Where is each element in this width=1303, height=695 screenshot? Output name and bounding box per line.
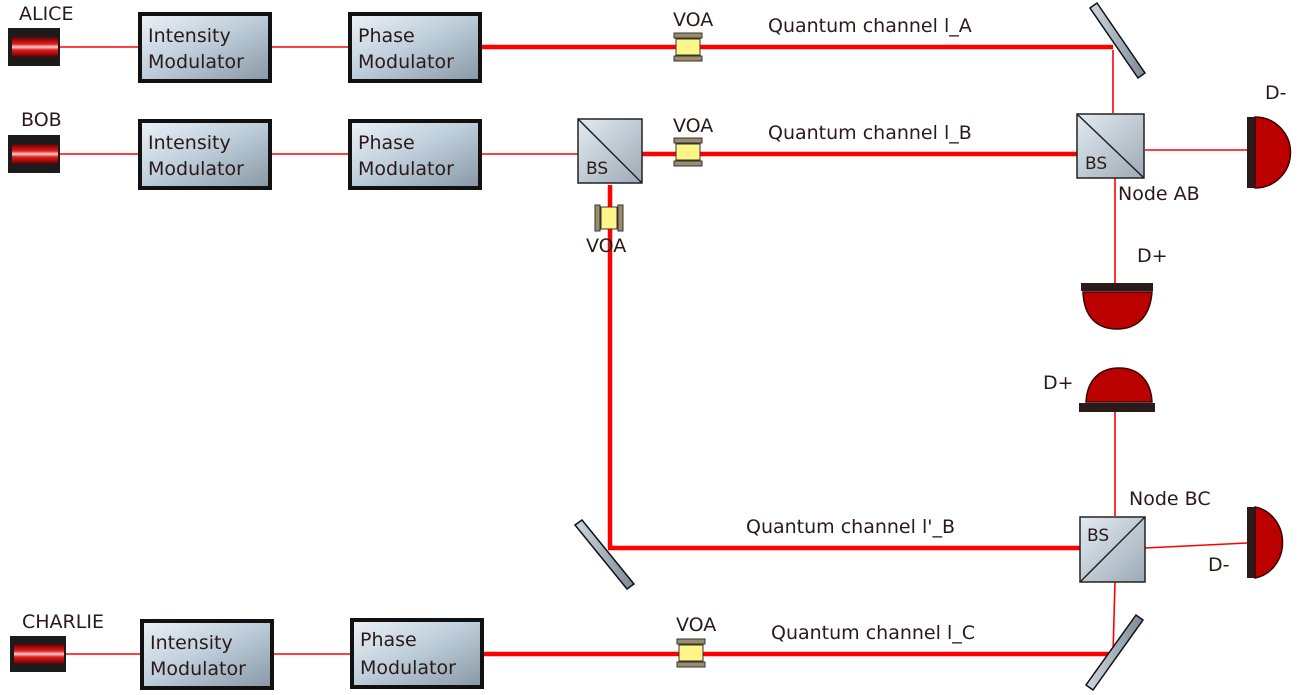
detector-node-bc-minus — [1247, 506, 1284, 579]
label-channel-lc: Quantum channel l_C — [771, 622, 975, 644]
phase-modulator-bob: Phase Modulator — [348, 119, 482, 190]
svg-text:Intensity: Intensity — [150, 632, 233, 654]
beam-nodebc-dminus — [1144, 542, 1248, 549]
label-alice: ALICE — [19, 3, 73, 25]
svg-text:BS: BS — [586, 159, 608, 179]
laser-bob — [8, 135, 60, 173]
label-node-bc: Node BC — [1129, 488, 1211, 510]
voa-label-bob-horizontal: VOA — [673, 115, 713, 137]
label-channel-la: Quantum channel l_A — [768, 15, 972, 37]
beam-splitter-bob: BS — [577, 118, 643, 184]
laser-alice — [8, 28, 60, 66]
voa-label-bob-vertical: VOA — [586, 235, 626, 257]
label-detector-ab-minus: D- — [1265, 82, 1287, 104]
detector-node-ab-plus — [1081, 283, 1153, 330]
label-detector-bc-plus: D+ — [1043, 372, 1074, 394]
phase-modulator-charlie: Phase Modulator — [350, 618, 484, 689]
svg-text:Intensity: Intensity — [148, 132, 231, 154]
label-channel-lb: Quantum channel l_B — [768, 122, 972, 144]
label-charlie: CHARLIE — [22, 611, 104, 633]
svg-text:Modulator: Modulator — [358, 158, 454, 180]
svg-text:Modulator: Modulator — [358, 51, 454, 73]
thin-beams — [60, 46, 1248, 655]
intensity-modulator-alice: Intensity Modulator — [138, 12, 272, 83]
detector-node-bc-plus — [1079, 367, 1155, 412]
mirror-bottom-right — [1084, 613, 1145, 692]
label-channel-lpb: Quantum channel l'_B — [746, 516, 955, 538]
svg-text:Modulator: Modulator — [148, 51, 244, 73]
svg-text:Phase: Phase — [358, 132, 415, 154]
label-detector-bc-minus: D- — [1208, 554, 1230, 576]
intensity-modulator-charlie: Intensity Modulator — [140, 619, 274, 690]
svg-text:Phase: Phase — [358, 25, 415, 47]
label-node-ab: Node AB — [1118, 183, 1200, 205]
phase-modulator-alice: Phase Modulator — [348, 12, 482, 83]
voa-label-alice: VOA — [673, 9, 713, 31]
label-detector-ab-plus: D+ — [1137, 245, 1168, 267]
svg-text:BS: BS — [1087, 526, 1109, 546]
label-bob: BOB — [21, 109, 62, 131]
mirror-top-right — [1088, 1, 1147, 80]
voa-bob-horizontal — [673, 137, 703, 167]
voa-charlie — [676, 638, 706, 668]
svg-text:Intensity: Intensity — [148, 25, 231, 47]
voa-bob-vertical — [594, 204, 624, 232]
svg-text:Modulator: Modulator — [148, 158, 244, 180]
mirror-left-lower — [573, 518, 636, 591]
beam-splitter-node-bc: BS — [1079, 516, 1146, 583]
voa-label-charlie: VOA — [676, 614, 716, 636]
svg-text:Modulator: Modulator — [150, 658, 246, 680]
detector-node-ab-minus — [1247, 116, 1292, 189]
voa-alice — [673, 32, 703, 62]
svg-text:Phase: Phase — [360, 629, 417, 651]
laser-charlie — [10, 636, 66, 672]
channel-beams — [481, 44, 1113, 657]
intensity-modulator-bob: Intensity Modulator — [138, 119, 272, 190]
svg-text:Modulator: Modulator — [360, 657, 456, 679]
beam-mirror-nodebc — [1112, 581, 1116, 655]
beam-splitter-node-ab: BS — [1076, 113, 1145, 179]
svg-text:BS: BS — [1085, 154, 1107, 174]
